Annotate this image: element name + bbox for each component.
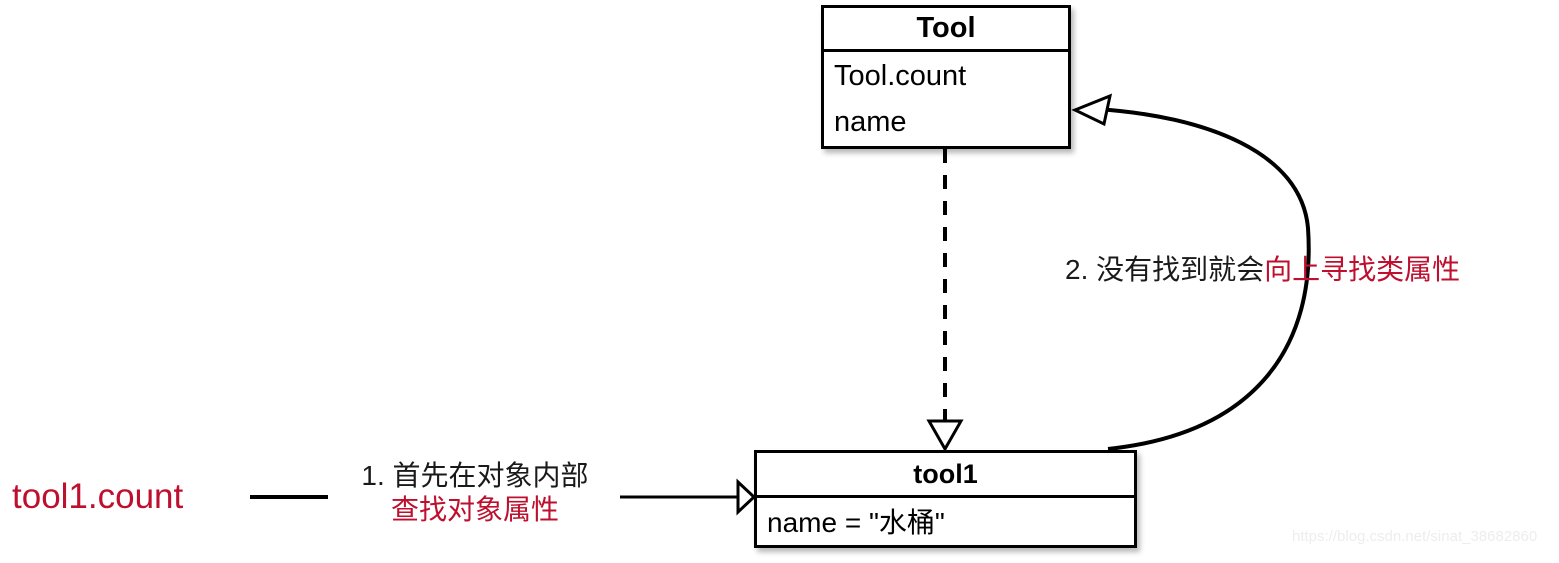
object-box-tool1-title: tool1: [757, 453, 1134, 498]
annotation-step-1-line-1: 1. 首先在对象内部: [361, 460, 589, 491]
class-box-tool-attributes: Tool.count name: [824, 52, 1068, 146]
lookup-object-arrowhead: [736, 478, 757, 516]
lookup-class-curve: [1095, 107, 1311, 451]
object-box-tool1[interactable]: tool1 name = "水桶": [754, 450, 1137, 548]
watermark: https://blog.csdn.net/sinat_38682860: [1292, 528, 1538, 545]
class-box-tool[interactable]: Tool Tool.count name: [821, 5, 1071, 149]
class-attribute-name: name: [834, 106, 907, 138]
class-box-tool-title: Tool: [824, 8, 1068, 52]
annotation-step-2-black: 2. 没有找到就会: [1065, 254, 1265, 285]
object-attribute-name: name = "水桶": [767, 507, 945, 538]
annotation-step-1: 1. 首先在对象内部 查找对象属性: [337, 459, 613, 527]
object-box-tool1-attributes: name = "水桶": [757, 498, 1134, 548]
inheritance-arrowhead: [926, 419, 964, 453]
annotation-step-2: 2. 没有找到就会向上寻找类属性: [1065, 253, 1460, 287]
class-attribute-count: Tool.count: [834, 60, 967, 92]
expression-label: tool1.count: [12, 477, 184, 516]
annotation-step-2-red: 向上寻找类属性: [1264, 254, 1461, 285]
lookup-class-arrowhead: [1071, 93, 1113, 127]
annotation-step-1-line-2: 查找对象属性: [390, 494, 559, 525]
